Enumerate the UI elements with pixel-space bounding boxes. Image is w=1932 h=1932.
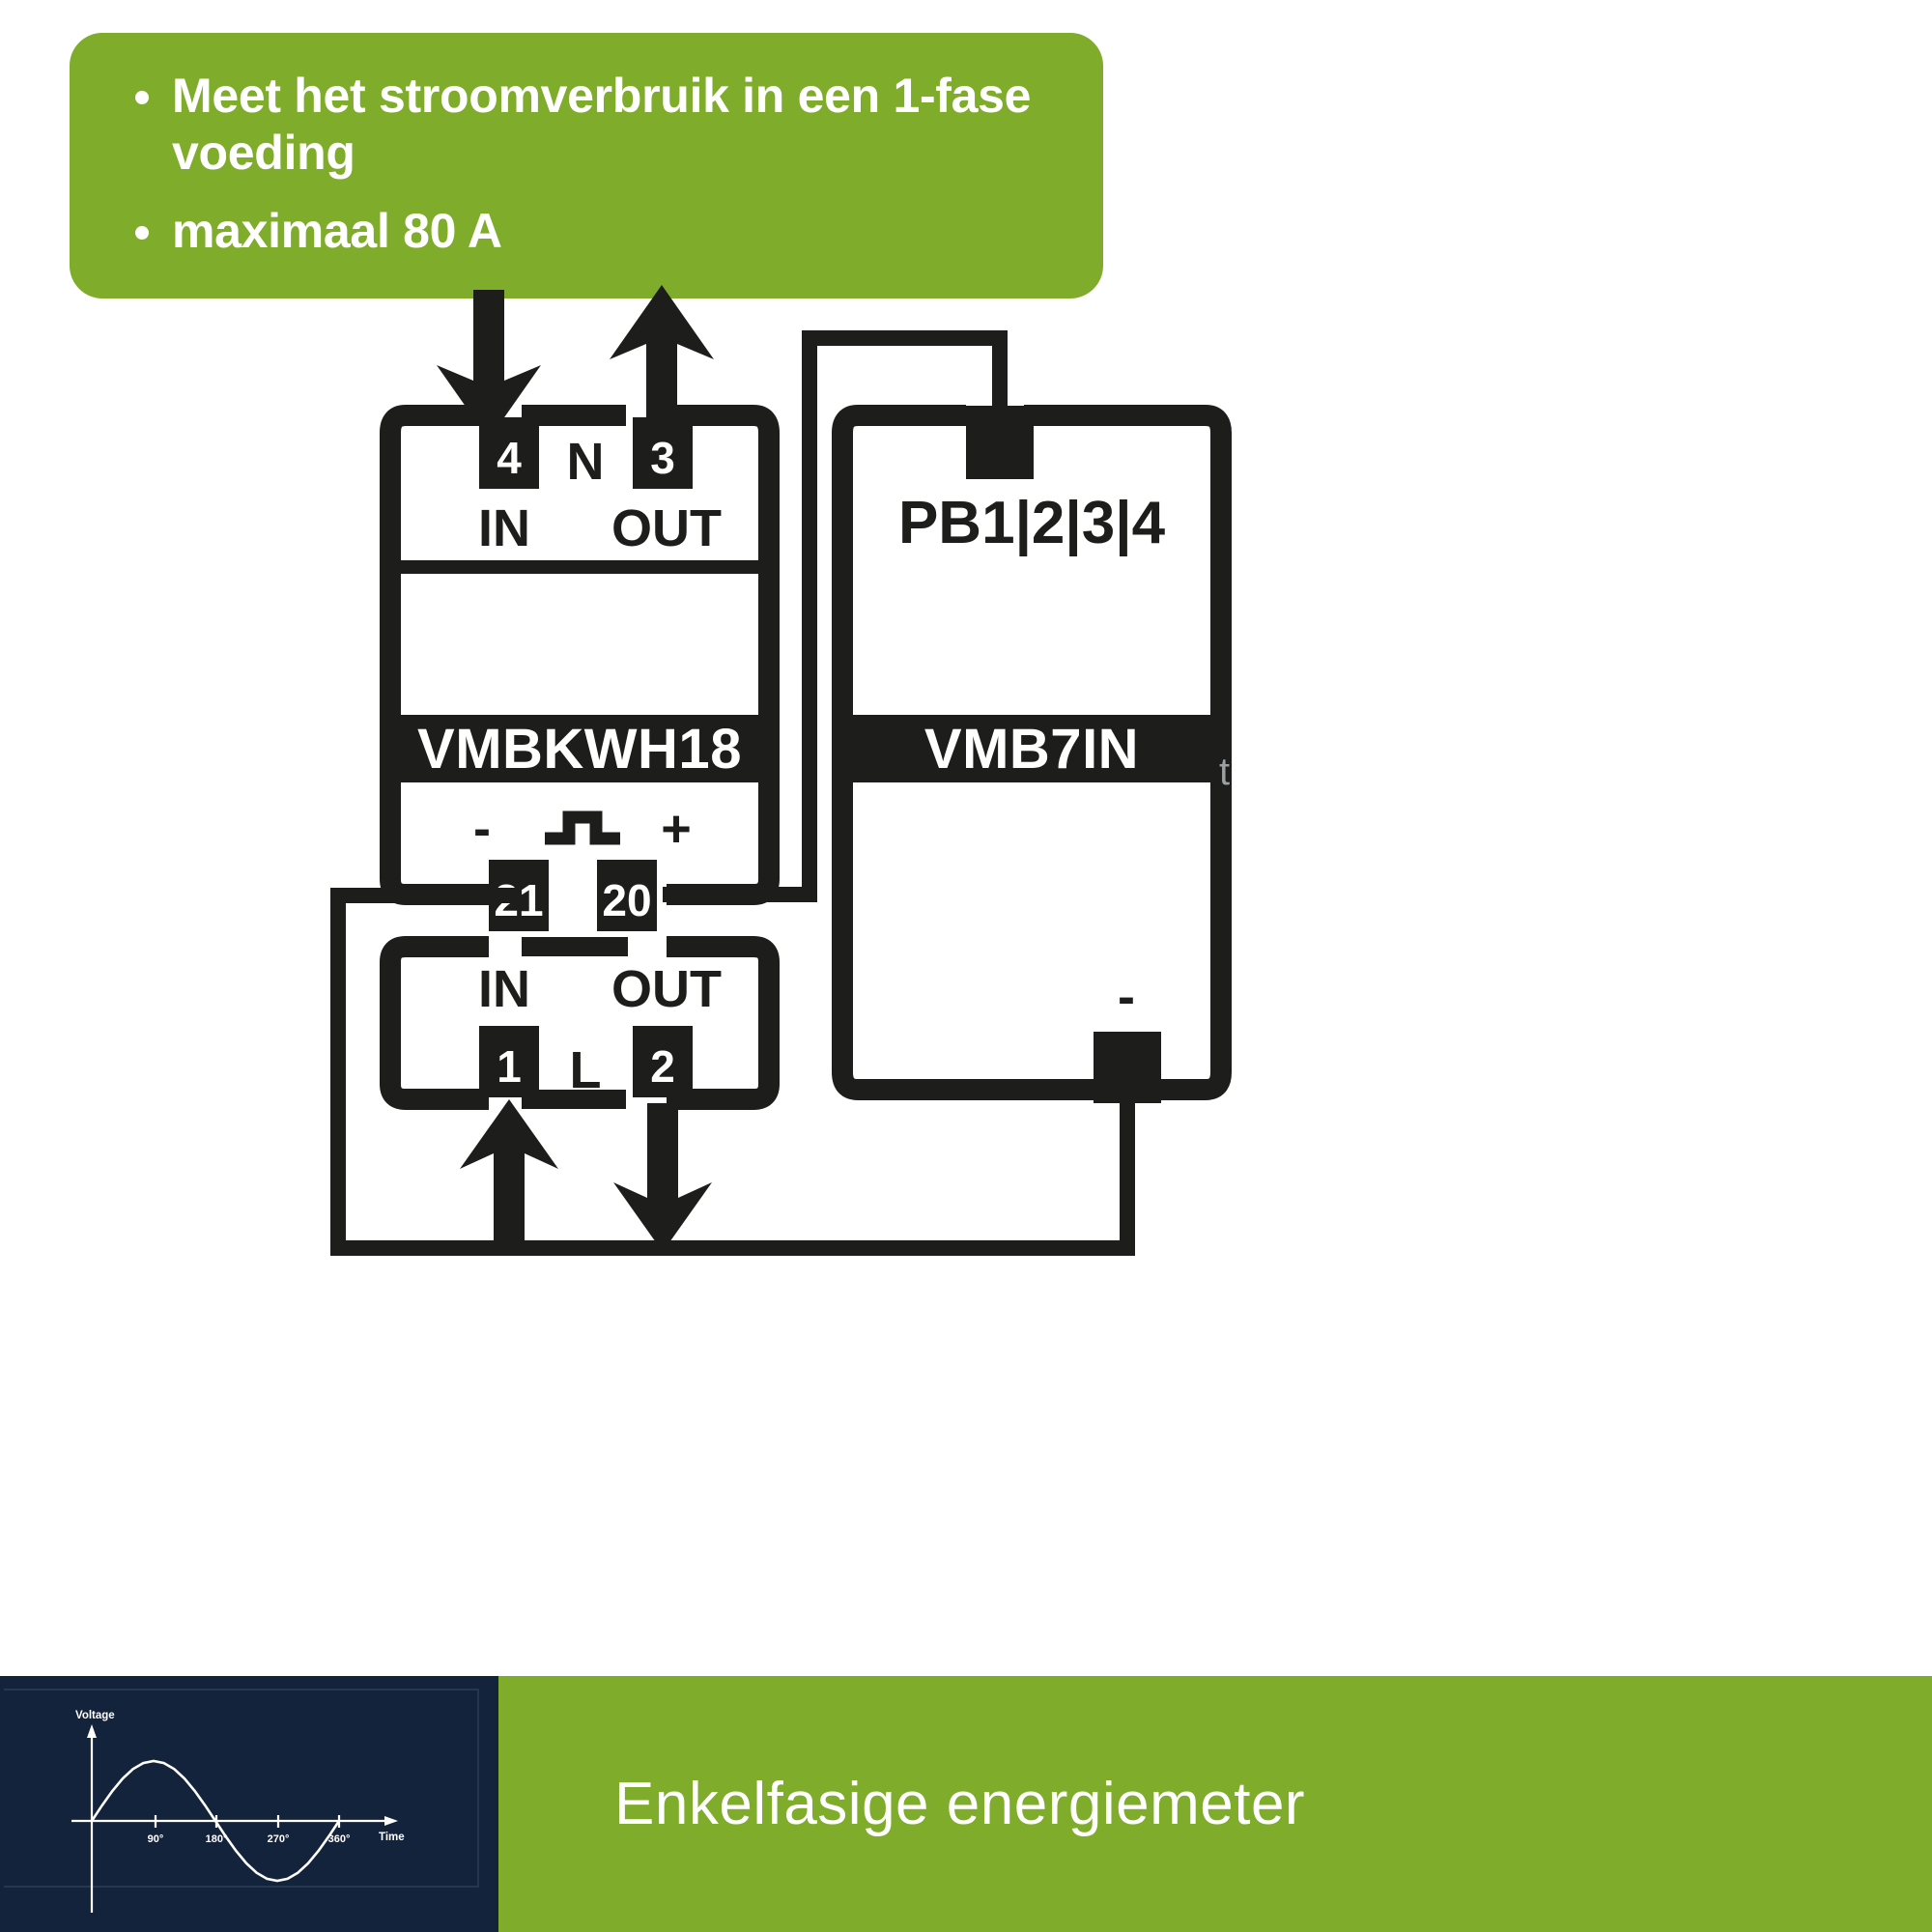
wire-20-to-pb — [663, 330, 1008, 902]
n-in-arrow — [437, 290, 541, 440]
feature-bullet-item: Meet het stroomverbruik in een 1-fase vo… — [112, 68, 1061, 182]
line-out-label: OUT — [611, 960, 722, 1018]
vmb7in-pb-label: PB1|2|3|4 — [898, 490, 1166, 557]
kwh-shell-bot-right — [667, 936, 780, 1110]
kwh-bot-bar-low — [522, 1090, 626, 1109]
neutral-out-label: OUT — [611, 499, 722, 557]
neutral-conductor-label: N — [567, 433, 605, 491]
vmb7in-minus-label: - — [1118, 968, 1135, 1026]
terminal-2-label: 2 — [650, 1041, 675, 1092]
footer-thumbnail: Voltage Time 90° 180° 270° 360° — [0, 1676, 498, 1932]
chart-ylabel: Voltage — [75, 1710, 115, 1721]
chart-series-voltage — [90, 1759, 341, 1883]
chart-xtick: 270° — [268, 1833, 290, 1845]
terminal-3-label: 3 — [650, 433, 675, 483]
terminal-20-block[interactable] — [597, 860, 657, 931]
wiring-diagram-container: 4 3 N IN OUT VMBKWH18 - + 2 1 20 — [290, 270, 1642, 1314]
pulse-plus-label: + — [661, 800, 692, 858]
feature-bullet-list: Meet het stroomverbruik in een 1-fase vo… — [112, 68, 1061, 260]
chart-xtick: 180° — [206, 1833, 228, 1845]
vmb7in-pb-terminal-block[interactable] — [966, 406, 1034, 479]
feature-callout: Meet het stroomverbruik in een 1-fase vo… — [70, 33, 1103, 298]
terminal-4-block[interactable] — [479, 417, 539, 489]
pulse-minus-label: - — [473, 800, 491, 858]
n-out-arrow — [610, 285, 714, 437]
device-name-vmbkwh18: VMBKWH18 — [417, 718, 742, 781]
kwh-shell-top-left — [380, 405, 479, 703]
wiring-diagram: 4 3 N IN OUT VMBKWH18 - + 2 1 20 — [330, 285, 1232, 1256]
terminal-20-label: 20 — [602, 875, 651, 925]
chart-xtick: 90° — [148, 1833, 164, 1845]
kwh-top-bar-mid — [522, 405, 626, 426]
terminal-1-block[interactable] — [479, 1026, 539, 1097]
feature-bullet-item: maximaal 80 A — [112, 203, 1061, 260]
kwh-bot-bar-mid — [522, 937, 628, 956]
line-in-label: IN — [478, 960, 530, 1018]
l-in-arrow — [460, 1099, 558, 1246]
kwh-nameplate-band — [390, 715, 769, 782]
wire-21-to-minus — [330, 888, 1135, 1256]
terminal-4-label: 4 — [497, 433, 522, 483]
kwh-shell-top-right — [671, 405, 780, 703]
terminal-2-block[interactable] — [633, 1026, 693, 1097]
vmb7in-nameplate-band — [842, 715, 1221, 782]
footer: Voltage Time 90° 180° 270° 360° Enkelfas… — [0, 1676, 1932, 1932]
neutral-in-label: IN — [478, 499, 530, 557]
kwh-shell-bot-left — [380, 936, 489, 1110]
device-name-vmb7in: VMB7IN — [924, 718, 1139, 781]
l-out-arrow — [613, 1103, 712, 1252]
vmb7in-shell — [832, 405, 1232, 1100]
voltage-sine-chart: Voltage Time 90° 180° 270° 360° — [0, 1676, 498, 1932]
stray-text-artifact: t — [1219, 751, 1230, 793]
footer-caption-text: Enkelfasige energiemeter — [614, 1771, 1306, 1837]
terminal-3-block[interactable] — [633, 417, 693, 489]
pulse-icon — [545, 810, 620, 845]
chart-xtick: 360° — [328, 1833, 351, 1845]
terminal-1-label: 1 — [497, 1041, 522, 1092]
chart-xlabel: Time — [379, 1832, 405, 1843]
kwh-divider-1 — [390, 560, 769, 574]
footer-caption-bar: Enkelfasige energiemeter — [498, 1676, 1932, 1932]
